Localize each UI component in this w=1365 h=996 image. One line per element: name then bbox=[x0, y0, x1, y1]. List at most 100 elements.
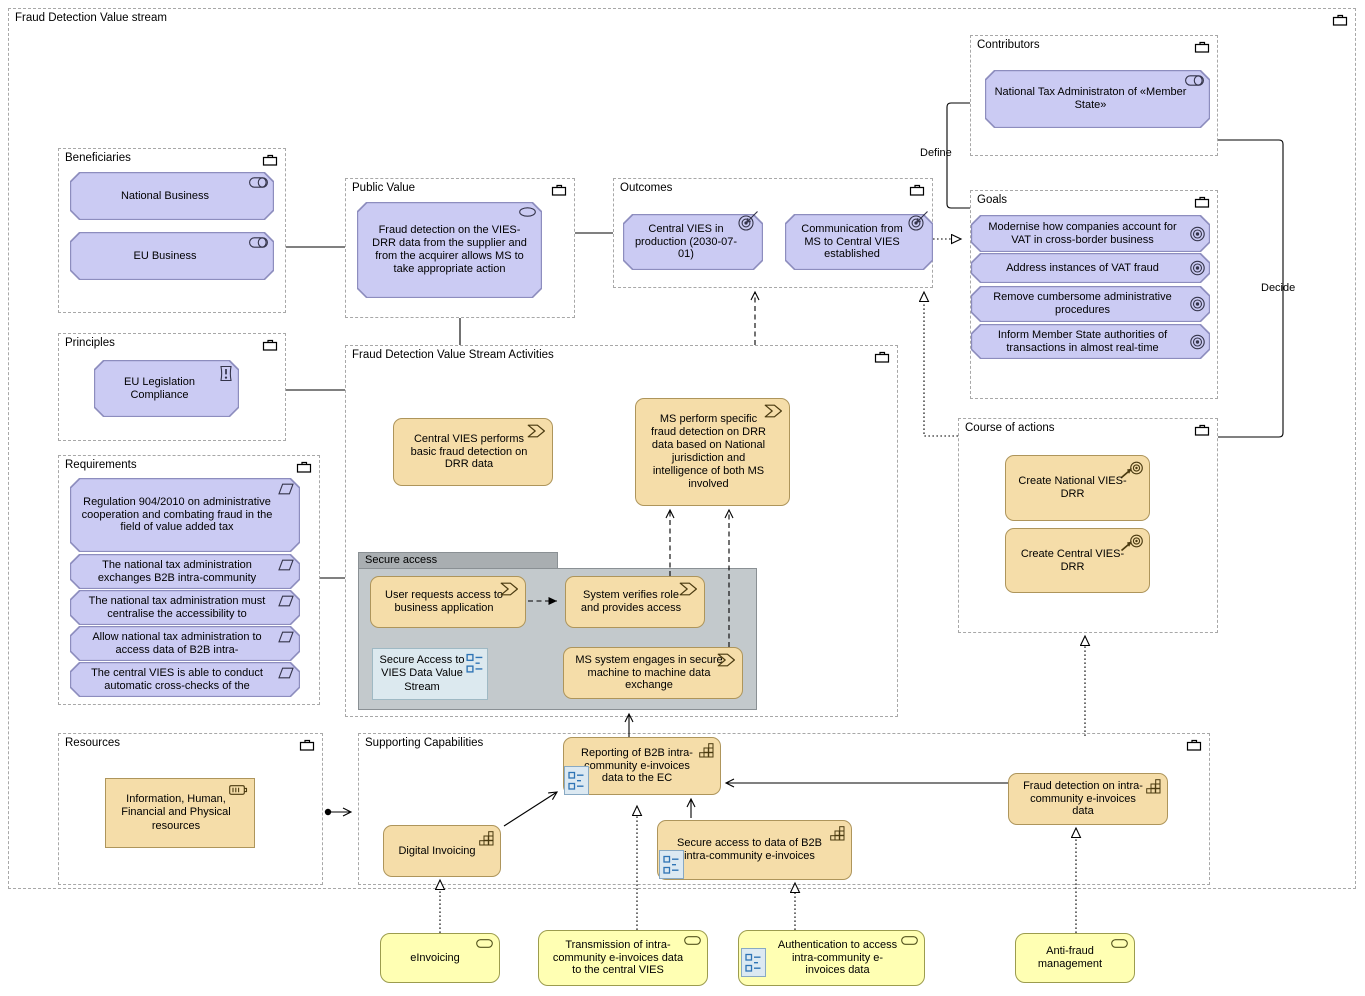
group-beneficiaries[interactable]: Beneficiaries bbox=[58, 148, 286, 313]
view-link-secure-access-value-stream[interactable]: Secure Access to VIES Data Value Stream bbox=[372, 648, 488, 700]
view-link-badge[interactable] bbox=[564, 766, 589, 795]
resource-information-human-financial-physical[interactable]: Information, Human, Financial and Physic… bbox=[105, 778, 255, 848]
capability-secure-access-b2b-einvoices[interactable]: Secure access to data of B2B intra-commu… bbox=[657, 820, 852, 880]
group-title: Public Value bbox=[352, 182, 416, 194]
requirement-icon bbox=[274, 631, 294, 643]
group-resources[interactable]: Resources bbox=[58, 733, 323, 885]
outcome-icon bbox=[907, 209, 929, 233]
value-stream-system-verifies-role[interactable]: System verifies role and provides access bbox=[565, 576, 705, 628]
value-stream-icon bbox=[500, 582, 519, 596]
goal-modernise-vat-accounting[interactable]: Modernise how companies account for VAT … bbox=[971, 215, 1210, 252]
group-fraud-detection-value-stream[interactable]: Fraud Detection Value stream bbox=[8, 8, 1356, 889]
value-stream-icon bbox=[527, 424, 546, 438]
stakeholder-national-business[interactable]: National Business bbox=[70, 172, 274, 220]
value-stream-user-requests-access[interactable]: User requests access to business applica… bbox=[370, 576, 526, 628]
value-stream-label: MS perform specific fraud detection on D… bbox=[651, 413, 766, 490]
capability-icon bbox=[479, 831, 494, 846]
folder-icon bbox=[551, 184, 567, 196]
service-label: Authentication to access intra-community… bbox=[777, 938, 898, 977]
folder-icon bbox=[1194, 424, 1210, 436]
service-einvoicing[interactable]: eInvoicing bbox=[380, 933, 500, 983]
value-stream-ms-specific-fraud-detection[interactable]: MS perform specific fraud detection on D… bbox=[635, 398, 790, 506]
group-goals[interactable]: Goals bbox=[970, 190, 1218, 399]
group-course-of-actions[interactable]: Course of actions bbox=[958, 418, 1218, 633]
course-of-action-icon bbox=[1119, 461, 1143, 479]
group-requirements[interactable]: Requirements bbox=[58, 455, 320, 705]
goal-icon bbox=[1190, 296, 1205, 312]
requirement-label: Allow national tax administration to acc… bbox=[92, 630, 262, 656]
stakeholder-national-tax-administration[interactable]: National Tax Administraton of «Member St… bbox=[985, 70, 1210, 128]
group-contributors[interactable]: Contributors bbox=[970, 35, 1218, 156]
folder-icon bbox=[299, 739, 315, 751]
outcome-icon bbox=[737, 209, 759, 233]
goal-inform-ms-authorities[interactable]: Inform Member State authorities of trans… bbox=[971, 324, 1210, 359]
value-stream-icon bbox=[679, 582, 698, 596]
outcome-label: Communication from MS to Central VIES es… bbox=[801, 222, 903, 261]
service-label: Anti-fraud management bbox=[1037, 945, 1103, 970]
value-stream-icon bbox=[717, 653, 736, 667]
service-transmission-einvoices[interactable]: Transmission of intra-community e-invoic… bbox=[538, 930, 708, 986]
principle-eu-legislation-compliance[interactable]: EU Legislation Compliance bbox=[94, 360, 239, 417]
course-of-action-label: Create Central VIES-DRR bbox=[1020, 547, 1125, 573]
connector-label-define: Define bbox=[920, 147, 952, 159]
requirement-icon bbox=[274, 595, 294, 607]
capability-reporting-b2b-einvoices[interactable]: Reporting of B2B intra-community e-invoi… bbox=[563, 737, 721, 795]
course-of-action-label: Create National VIES-DRR bbox=[1018, 475, 1127, 500]
folder-icon bbox=[296, 461, 312, 473]
value-stream-ms-system-machine-exchange[interactable]: MS system engages in secure machine to m… bbox=[563, 647, 743, 699]
folder-icon bbox=[1332, 14, 1348, 26]
stakeholder-label: National Tax Administraton of «Member St… bbox=[994, 86, 1187, 111]
view-link-badge[interactable] bbox=[659, 850, 684, 879]
goal-label: Address instances of VAT fraud bbox=[1006, 261, 1159, 274]
requirement-label: The national tax administration must cen… bbox=[88, 594, 266, 620]
requirement-exchange-b2b[interactable]: The national tax administration exchange… bbox=[70, 554, 300, 589]
resource-icon bbox=[229, 784, 248, 796]
group-value-stream-activities[interactable]: Fraud Detection Value Stream Activities bbox=[345, 345, 898, 717]
folder-icon bbox=[1194, 196, 1210, 208]
stakeholder-icon bbox=[249, 237, 268, 248]
value-stream-icon bbox=[764, 404, 783, 418]
requirement-centralise-accessibility[interactable]: The national tax administration must cen… bbox=[70, 590, 300, 625]
group-title: Principles bbox=[65, 337, 115, 349]
stakeholder-label: National Business bbox=[120, 189, 210, 202]
service-antifraud-management[interactable]: Anti-fraud management bbox=[1015, 933, 1135, 983]
stakeholder-icon bbox=[249, 177, 268, 188]
requirement-label: The national tax administration exchange… bbox=[97, 558, 257, 584]
service-icon bbox=[1111, 939, 1128, 948]
group-secure-access-tab[interactable]: Secure access bbox=[358, 552, 558, 569]
value-fraud-detection[interactable]: Fraud detection on the VIES-DRR data fro… bbox=[357, 202, 542, 298]
outcome-communication-established[interactable]: Communication from MS to Central VIES es… bbox=[785, 211, 933, 270]
outcome-central-vies-production[interactable]: Central VIES in production (2030-07-01) bbox=[623, 211, 763, 270]
capability-fraud-detection-einvoices[interactable]: Fraud detection on intra-community e-inv… bbox=[1008, 773, 1168, 825]
resource-label: Information, Human, Financial and Physic… bbox=[121, 793, 231, 832]
group-title: Supporting Capabilities bbox=[365, 737, 484, 749]
goal-address-vat-fraud[interactable]: Address instances of VAT fraud bbox=[971, 253, 1210, 283]
capability-digital-invoicing[interactable]: Digital Invoicing bbox=[383, 825, 501, 877]
capability-label: Fraud detection on intra-community e-inv… bbox=[1023, 779, 1143, 818]
requirement-allow-access-b2b[interactable]: Allow national tax administration to acc… bbox=[70, 626, 300, 661]
group-principles[interactable]: Principles bbox=[58, 333, 286, 441]
requirement-central-vies-crosschecks[interactable]: The central VIES is able to conduct auto… bbox=[70, 662, 300, 697]
group-title: Fraud Detection Value Stream Activities bbox=[352, 349, 554, 361]
value-stream-central-vies-basic-fraud-detection[interactable]: Central VIES performs basic fraud detect… bbox=[393, 418, 553, 486]
group-title: Resources bbox=[65, 737, 120, 749]
capability-label: Digital Invoicing bbox=[398, 844, 476, 857]
view-link-icon bbox=[466, 653, 484, 674]
folder-icon bbox=[262, 339, 278, 351]
principle-icon bbox=[219, 365, 233, 382]
requirement-icon bbox=[274, 667, 294, 679]
course-of-action-create-national-vies-drr[interactable]: Create National VIES-DRR bbox=[1005, 455, 1150, 521]
service-authentication-access[interactable]: Authentication to access intra-community… bbox=[738, 930, 925, 986]
goal-icon bbox=[1190, 260, 1205, 276]
outcome-label: Central VIES in production (2030-07-01) bbox=[634, 222, 738, 261]
goal-remove-admin-procedures[interactable]: Remove cumbersome administrative procedu… bbox=[971, 286, 1210, 322]
requirement-regulation-904-2010[interactable]: Regulation 904/2010 on administrative co… bbox=[70, 478, 300, 552]
group-supporting-capabilities[interactable]: Supporting Capabilities bbox=[358, 733, 1210, 885]
folder-icon bbox=[1194, 41, 1210, 53]
group-title: Contributors bbox=[977, 39, 1040, 51]
group-public-value[interactable]: Public Value bbox=[345, 178, 575, 318]
group-title: Requirements bbox=[65, 459, 137, 471]
course-of-action-create-central-vies-drr[interactable]: Create Central VIES-DRR bbox=[1005, 528, 1150, 593]
view-link-badge[interactable] bbox=[741, 948, 766, 977]
stakeholder-eu-business[interactable]: EU Business bbox=[70, 232, 274, 280]
